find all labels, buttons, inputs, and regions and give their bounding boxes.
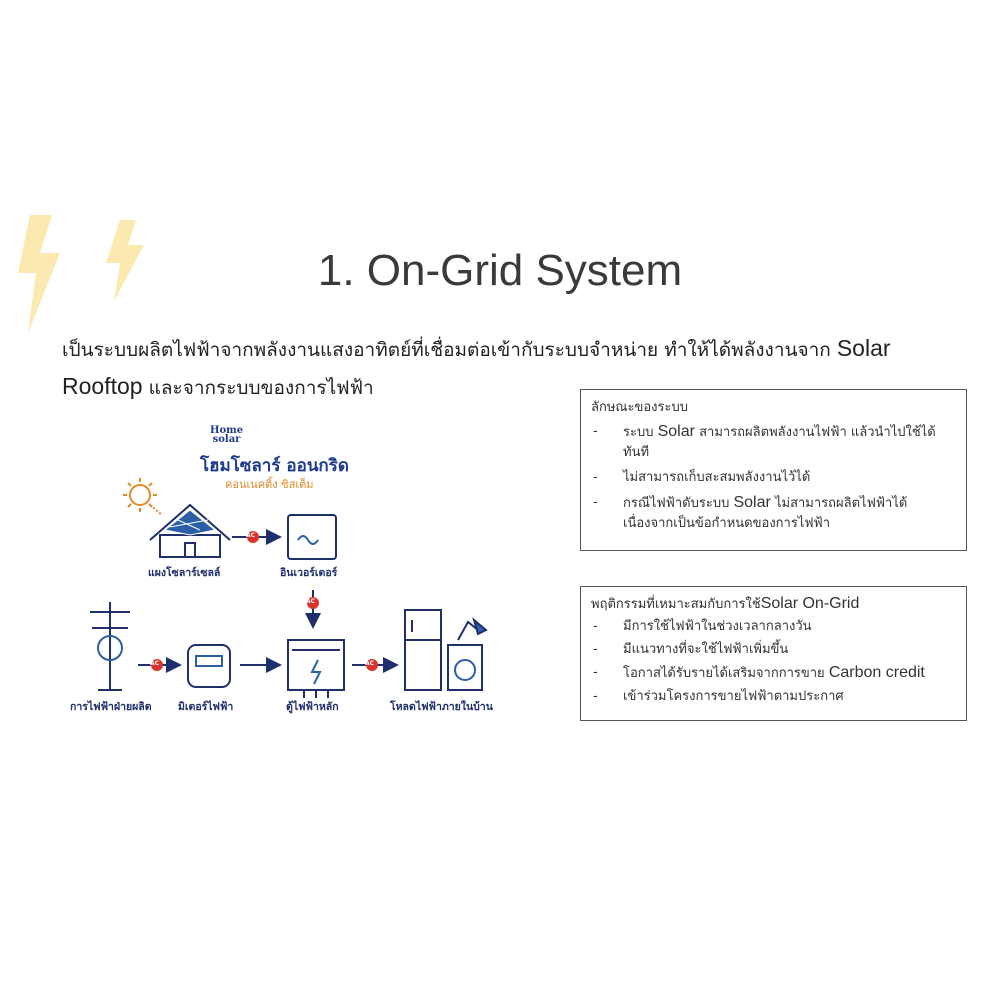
home-load-label: โหลดไฟฟ้าภายในบ้าน <box>390 701 493 713</box>
grid-label: การไฟฟ้าฝ่ายผลิต <box>70 701 152 713</box>
list-item: มีแนวทางที่จะใช้ไฟฟ้าเพิ่มขึ้น <box>581 640 966 659</box>
power-pole-icon <box>90 602 130 691</box>
brand-title: โฮมโซลาร์ ออนกริด <box>200 456 349 476</box>
page-title: 1. On-Grid System <box>317 246 683 295</box>
solar-panel-grid-icon <box>163 509 217 536</box>
lamp-icon <box>457 617 488 641</box>
inverter-icon <box>287 514 337 560</box>
brand-subtitle: คอนเนคติ้ง ซิสเต็ม <box>225 478 314 491</box>
list-item: กรณีไฟฟ้าดับระบบ Solar ไม่สามารถผลิตไฟฟ้… <box>581 493 966 534</box>
characteristics-list: ระบบ Solar สามารถผลิตพลังงานไฟฟ้า แล้วนำ… <box>581 422 966 539</box>
list-item: ไม่สามารถเก็บสะสมพลังงานไว้ได้ <box>581 468 966 488</box>
ac-label: AC <box>306 598 316 605</box>
sun-gear-icon <box>123 478 163 516</box>
washing-machine-icon <box>447 644 483 691</box>
refrigerator-icon <box>404 609 442 691</box>
ac-badge <box>307 597 319 609</box>
list-item: เข้าร่วมโครงการขายไฟฟ้าตามประกาศ <box>581 687 966 706</box>
ac-label: AC <box>150 660 160 667</box>
solar-panel-label: แผงโซลาร์เซลล์ <box>148 567 221 579</box>
intro-solar-word: Solar <box>836 335 891 361</box>
behavior-box: พฤติกรรมที่เหมาะสมกับการใช้Solar On-Grid… <box>580 586 967 721</box>
list-item: โอกาสได้รับรายได้เสริมจากการขาย Carbon c… <box>581 663 966 683</box>
main-panel-icon <box>287 639 345 698</box>
intro-paragraph: เป็นระบบผลิตไฟฟ้าจากพลังงานแสงอาทิตย์ที่… <box>62 330 922 406</box>
characteristics-heading: ลักษณะของระบบ <box>591 400 688 415</box>
electric-meter-icon <box>187 644 231 688</box>
intro-rooftop-word: Rooftop <box>62 373 143 399</box>
ac-badge <box>366 659 378 671</box>
list-item: ระบบ Solar สามารถผลิตพลังงานไฟฟ้า แล้วนำ… <box>581 422 966 463</box>
behavior-list: มีการใช้ไฟฟ้าในช่วงเวลากลางวัน มีแนวทางท… <box>581 617 966 710</box>
lightning-bolt-icon <box>18 215 144 333</box>
list-item: มีการใช้ไฟฟ้าในช่วงเวลากลางวัน <box>581 617 966 636</box>
intro-line1-text: เป็นระบบผลิตไฟฟ้าจากพลังงานแสงอาทิตย์ที่… <box>62 339 837 361</box>
main-panel-label: ตู้ไฟฟ้าหลัก <box>286 701 339 713</box>
intro-line2-text: และจากระบบของการไฟฟ้า <box>142 377 374 399</box>
ac-label: AC <box>365 660 375 667</box>
ac-badge <box>247 531 259 543</box>
behavior-heading: พฤติกรรมที่เหมาะสมกับการใช้Solar On-Grid <box>591 595 860 612</box>
inverter-label: อินเวอร์เตอร์ <box>280 567 338 579</box>
characteristics-box: ลักษณะของระบบ ระบบ Solar สามารถผลิตพลังง… <box>580 389 967 551</box>
ac-label: AC <box>246 532 256 539</box>
meter-label: มิเตอร์ไฟฟ้า <box>178 701 234 713</box>
ac-badge <box>151 659 163 671</box>
